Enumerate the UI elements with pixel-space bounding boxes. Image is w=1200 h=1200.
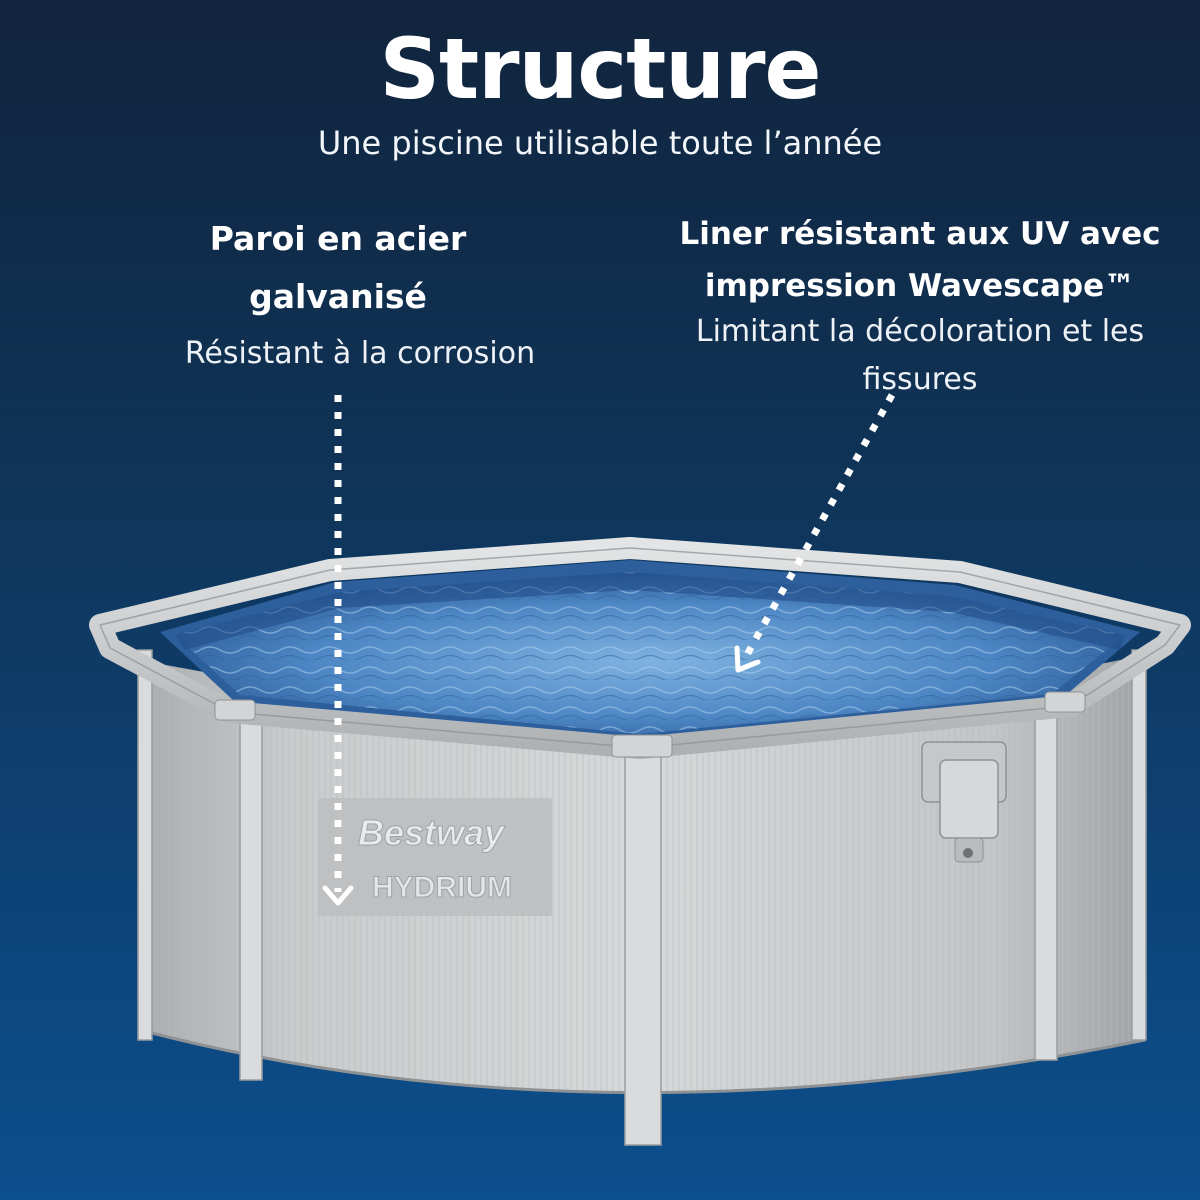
page-title: Structure xyxy=(379,20,821,118)
page-subtitle: Une piscine utilisable toute l’année xyxy=(317,124,883,162)
liner-pointer-arrow xyxy=(734,393,896,673)
pool-posts xyxy=(137,649,1147,1146)
liner-feature-description: Limitant la décoloration et les fissures xyxy=(695,314,1145,397)
brand-logo: Bestway xyxy=(358,812,506,853)
wall-feature-description: Résistant à la corrosion xyxy=(184,336,536,371)
wall-feature-title: Paroi en acier galvanisé xyxy=(209,219,467,316)
pool-top-rail xyxy=(89,537,1191,759)
brand-label-plate: Bestway HYDRIUM xyxy=(318,798,552,916)
liner-feature-title: Liner résistant aux UV avec impression W… xyxy=(679,216,1161,304)
skimmer xyxy=(921,741,1007,863)
pool-liner-water xyxy=(160,560,1140,742)
product-line-logo: HYDRIUM xyxy=(372,871,512,904)
wall-pointer-arrow xyxy=(322,395,354,906)
